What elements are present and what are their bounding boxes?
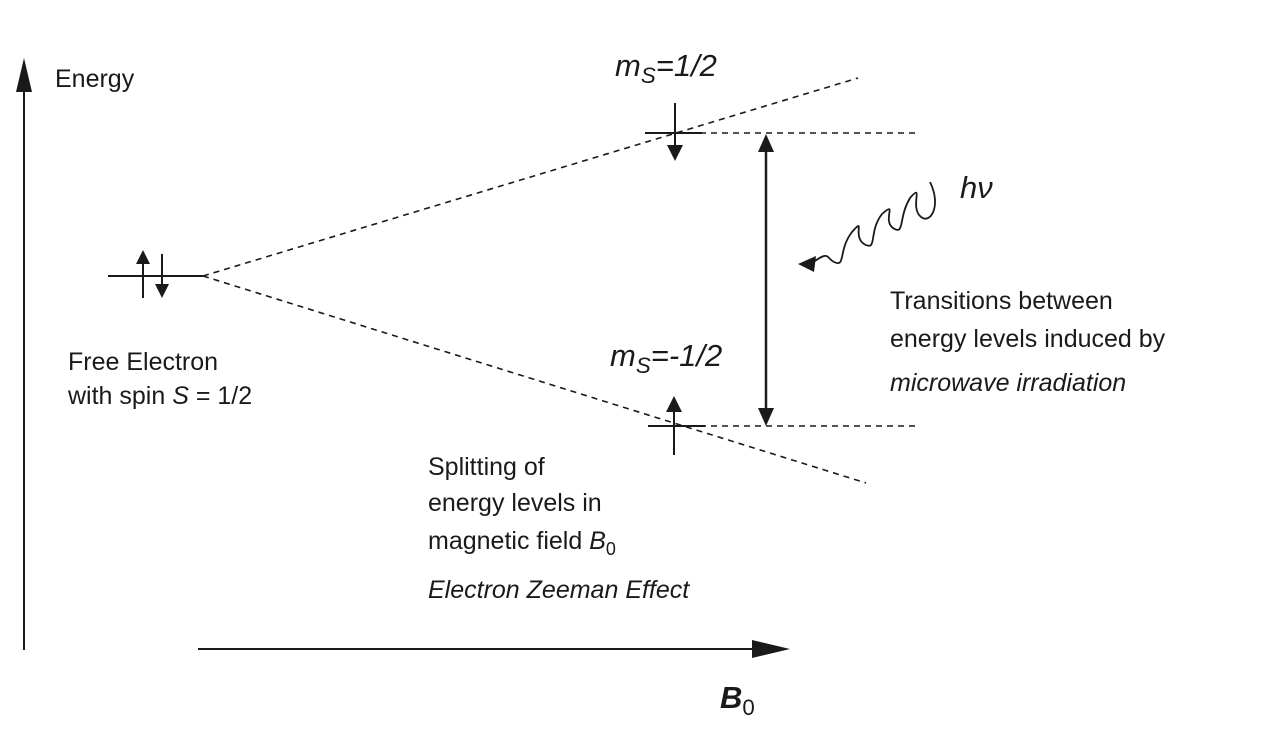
lower-level	[648, 396, 705, 455]
field-axis-symbol: B	[720, 680, 743, 715]
splitting-label-line4: Electron Zeeman Effect	[428, 576, 690, 604]
splitting-dashed-lines	[202, 77, 920, 484]
photon-label: hν	[960, 170, 993, 205]
upper-level-value: =1/2	[655, 48, 717, 83]
energy-axis	[16, 58, 32, 650]
lower-level-value: =-1/2	[650, 338, 723, 373]
splitting-label-line2: energy levels in	[428, 489, 602, 517]
free-electron-spin-prefix: with spin	[68, 382, 173, 410]
free-electron-spin-symbol: S	[172, 382, 189, 410]
upper-level-subscript: S	[640, 63, 656, 89]
free-electron-spin-value: = 1/2	[188, 382, 253, 410]
transitions-label-line1: Transitions between	[890, 287, 1113, 315]
upper-level-prefix: m	[615, 48, 641, 83]
field-axis-subscript: 0	[742, 695, 755, 721]
field-axis-label: B0	[720, 680, 755, 726]
energy-axis-label: Energy	[55, 65, 135, 93]
photon-wave-arrow	[798, 181, 936, 272]
upper-level-label: mS=1/2	[615, 48, 717, 94]
field-axis	[198, 640, 790, 658]
transitions-label-line3: microwave irradiation	[890, 369, 1127, 397]
lower-level-prefix: m	[610, 338, 636, 373]
upper-level	[645, 103, 702, 161]
splitting-field-prefix: magnetic field	[428, 527, 590, 555]
splitting-label-line3: magnetic field B0	[428, 524, 616, 566]
free-electron-label-line1: Free Electron	[68, 348, 219, 376]
splitting-label-line1: Splitting of	[428, 453, 545, 481]
splitting-field-subscript: 0	[605, 538, 616, 559]
lower-level-label: mS=-1/2	[610, 338, 722, 384]
splitting-field-symbol: B	[589, 527, 606, 555]
free-electron-label-line2: with spin S = 1/2	[68, 379, 252, 413]
free-electron-level	[108, 250, 203, 298]
transition-arrow	[758, 134, 774, 426]
transitions-label-line2: energy levels induced by	[890, 325, 1166, 353]
lower-level-subscript: S	[635, 353, 651, 379]
